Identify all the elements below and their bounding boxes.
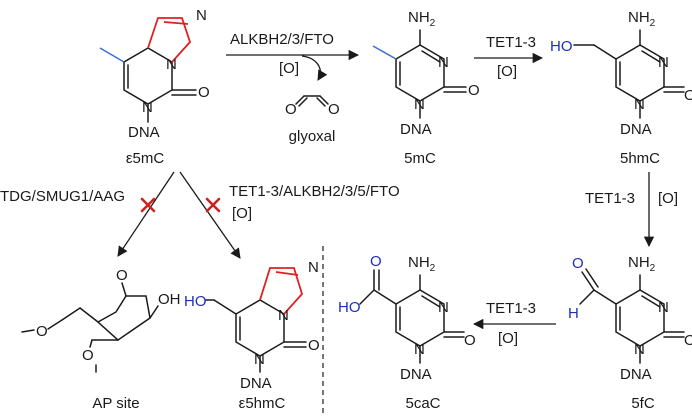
5hmC-carbonyl-o: O	[684, 87, 692, 104]
e5hmC-carbonyl-o: O	[308, 337, 320, 354]
5caC-ho: HO	[338, 299, 361, 316]
label-oxidant-4: [O]	[498, 330, 518, 347]
e5mC-n1: N	[142, 99, 153, 116]
5mC-structure: NH2 N O N DNA 5mC	[372, 9, 480, 167]
ap-site-structure: O OH O O AP site	[21, 267, 181, 412]
5mC-dna: DNA	[400, 121, 432, 138]
5caC-n1: N	[414, 341, 425, 358]
glyoxal-structure: O O glyoxal	[285, 95, 340, 145]
5fC-aldehyde-o: O	[572, 255, 584, 272]
glyoxal-label: glyoxal	[289, 128, 336, 145]
ap-5-o: O	[36, 323, 48, 340]
5caC-label: 5caC	[405, 395, 440, 412]
blocked-cross-1	[140, 197, 156, 213]
ap-site-label: AP site	[92, 395, 139, 412]
label-tet-alkbh-fto: TET1-3/ALKBH2/3/5/FTO	[229, 183, 400, 200]
5mC-n1: N	[414, 96, 425, 113]
e5mC-structure: N O N N DNA ε5mC	[99, 7, 210, 167]
5fC-n1: N	[634, 341, 645, 358]
e5hmC-n3: N	[278, 307, 289, 324]
5hmC-ho: HO	[550, 38, 573, 55]
5hmC-n3: N	[658, 54, 669, 71]
e5mC-n-imidazole: N	[196, 7, 207, 24]
5fC-carbonyl-o: O	[684, 332, 692, 349]
5fC-aldehyde-h: H	[568, 305, 579, 322]
5caC-structure: O HO NH2 N O N DNA 5caC	[338, 253, 476, 412]
5hmC-nh2: NH2	[628, 9, 656, 29]
ap-ring-o: O	[116, 267, 128, 284]
label-tet-bottom: TET1-3	[486, 300, 536, 317]
e5mC-n3: N	[166, 56, 177, 73]
glyoxal-o1: O	[285, 101, 297, 118]
5mC-n3: N	[438, 54, 449, 71]
e5hmC-label: ε5hmC	[239, 395, 286, 412]
5fC-n3: N	[658, 299, 669, 316]
e5mC-dna: DNA	[128, 124, 160, 141]
arrow-e5mC-to-ap-site	[117, 171, 175, 257]
5caC-nh2: NH2	[408, 254, 436, 274]
5fC-structure: O H NH2 N O N DNA 5fC	[568, 254, 692, 412]
e5hmC-n-imidazole: N	[308, 259, 319, 276]
glyoxal-o2: O	[328, 101, 340, 118]
5mC-carbonyl-o: O	[468, 82, 480, 99]
5hmC-dna: DNA	[620, 121, 652, 138]
label-tet-right: TET1-3	[585, 190, 635, 207]
label-oxidant-2: [O]	[497, 63, 517, 80]
label-tet-top: TET1-3	[486, 34, 536, 51]
5hmC-structure: HO NH2 N O N DNA 5hmC	[550, 9, 692, 167]
label-alkbh-fto: ALKBH2/3/FTO	[230, 31, 334, 48]
5hmC-n1: N	[634, 96, 645, 113]
5fC-nh2: NH2	[628, 254, 656, 274]
ap-3-o: O	[82, 347, 94, 364]
e5hmC-ho: HO	[184, 293, 207, 310]
5caC-carboxyl-o: O	[370, 253, 382, 270]
5mC-label: 5mC	[404, 150, 436, 167]
arrow-glyoxal-release	[301, 55, 328, 81]
blocked-cross-2	[205, 197, 221, 213]
e5mC-label: ε5mC	[126, 150, 165, 167]
5mC-nh2: NH2	[408, 9, 436, 29]
e5hmC-n1: N	[254, 351, 265, 368]
5caC-carbonyl-o: O	[464, 332, 476, 349]
label-oxidant-3: [O]	[658, 190, 678, 207]
e5hmC-structure: HO N N O N DNA ε5hmC	[184, 259, 320, 412]
5fC-label: 5fC	[631, 395, 655, 412]
e5mC-carbonyl-o: O	[198, 84, 210, 101]
5caC-dna: DNA	[400, 366, 432, 383]
label-glycosylases: TDG/SMUG1/AAG	[0, 188, 125, 205]
5hmC-label: 5hmC	[620, 150, 660, 167]
label-oxidant-1: [O]	[279, 60, 299, 77]
5caC-n3: N	[438, 299, 449, 316]
e5hmC-dna: DNA	[240, 375, 272, 392]
5fC-dna: DNA	[620, 366, 652, 383]
ap-oh: OH	[158, 291, 181, 308]
label-oxidant-5: [O]	[232, 205, 252, 222]
arrow-e5mC-to-e5hmC	[179, 171, 241, 259]
